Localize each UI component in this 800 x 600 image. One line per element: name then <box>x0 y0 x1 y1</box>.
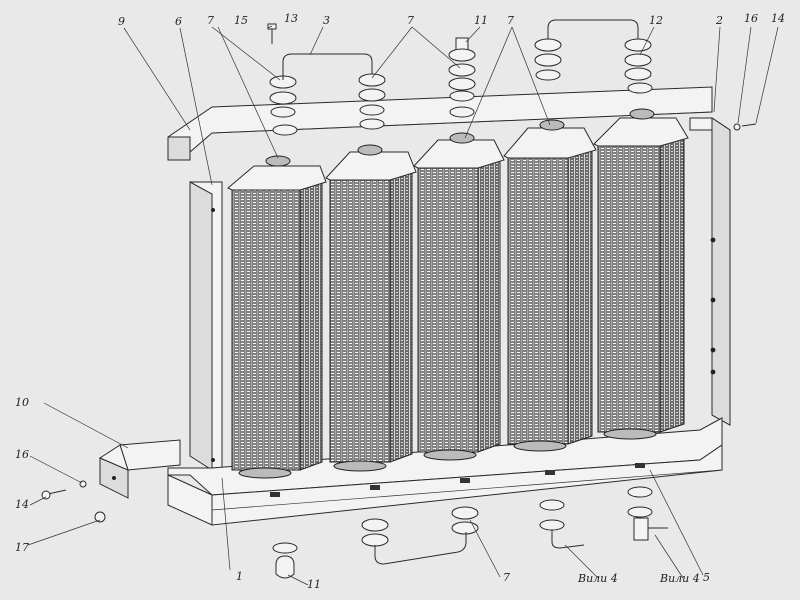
label-14: 14 <box>15 498 29 511</box>
element-5 <box>593 108 689 440</box>
element-4 <box>503 119 597 452</box>
top-small-bolt <box>267 23 277 44</box>
element-2 <box>325 144 417 472</box>
label-10: 10 <box>15 396 29 409</box>
label-vili-4: Вили 4 <box>659 572 700 585</box>
left-bracket <box>98 439 181 499</box>
bottom-handle <box>361 506 479 565</box>
label-7: 7 <box>207 14 214 27</box>
label-7: 7 <box>407 14 414 27</box>
left-fasteners <box>41 480 106 523</box>
right-end-plate <box>689 117 731 426</box>
label-vili-4: Вили 4 <box>577 572 618 585</box>
bottom-tee-fitting <box>627 486 668 541</box>
tray-clips <box>270 463 645 497</box>
bottom-elbow-fitting <box>539 499 585 549</box>
right-bolt-washer <box>733 123 757 131</box>
label-12: 12 <box>649 14 663 27</box>
top-washer-stack-middle <box>448 37 476 118</box>
label-14: 14 <box>771 12 785 25</box>
label-5: 5 <box>703 571 710 584</box>
element-3 <box>413 132 505 461</box>
label-6: 6 <box>175 15 182 28</box>
top-handle-right <box>534 19 653 94</box>
label-2: 2 <box>715 14 723 27</box>
label-16: 16 <box>15 448 29 461</box>
label-1: 1 <box>236 570 243 583</box>
label-3: 3 <box>323 14 330 27</box>
label-9: 9 <box>118 15 125 28</box>
element-1 <box>227 155 327 479</box>
label-11: 11 <box>474 14 488 27</box>
part-labels: 9 6 7 15 13 3 7 11 7 12 2 16 14 10 16 14… <box>15 12 785 591</box>
label-13: 13 <box>284 12 298 25</box>
label-11: 11 <box>307 578 321 591</box>
label-7: 7 <box>507 14 514 27</box>
label-16: 16 <box>744 12 758 25</box>
bottom-foot <box>272 542 298 579</box>
label-17: 17 <box>15 541 29 554</box>
leader-lines <box>27 25 779 586</box>
top-washer-stack-left <box>269 75 298 136</box>
left-end-plate <box>189 181 223 480</box>
label-7: 7 <box>503 571 510 584</box>
label-15: 15 <box>234 14 248 27</box>
top-handle-left <box>282 53 386 130</box>
